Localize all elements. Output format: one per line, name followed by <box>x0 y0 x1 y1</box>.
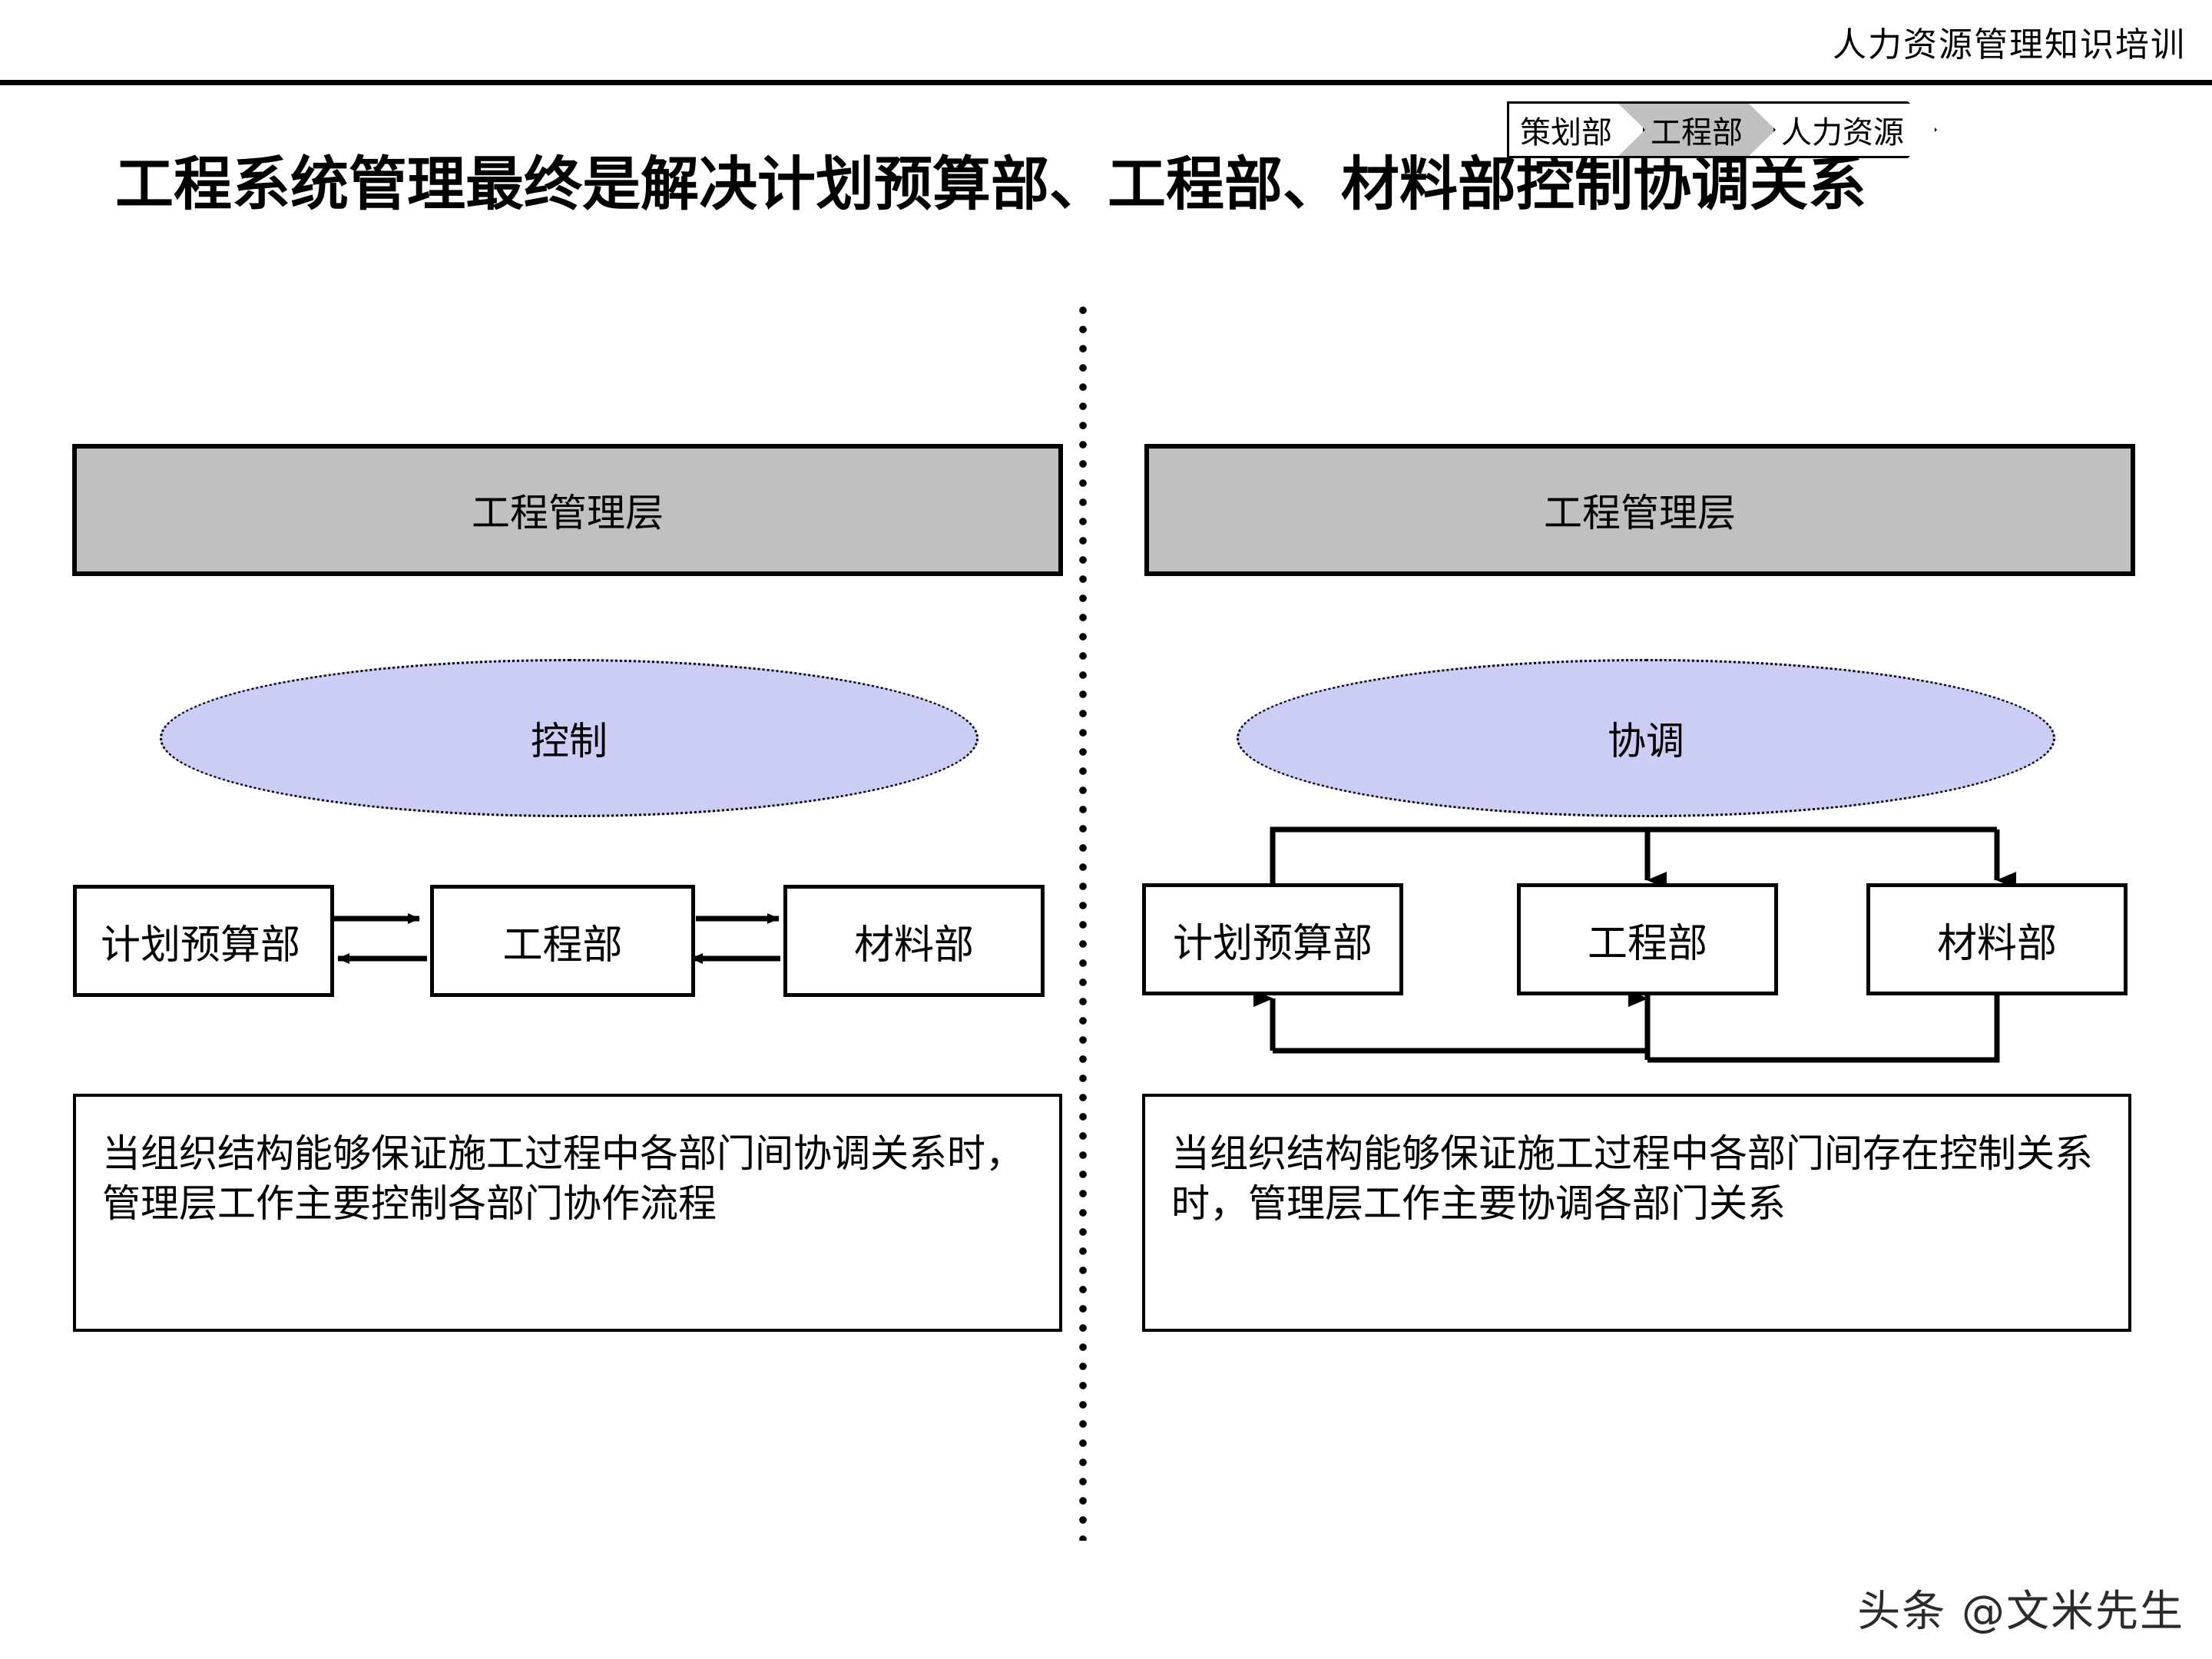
note-box: 当组织结构能够保证施工过程中各部门间存在控制关系时，管理层工作主要协调各部门关系 <box>1142 1094 2131 1332</box>
note-box: 当组织结构能够保证施工过程中各部门间协调关系时，管理层工作主要控制各部门协作流程 <box>73 1094 1062 1332</box>
relation-label: 协调 <box>1608 719 1684 763</box>
breadcrumb: 策划部 工程部 人力资源 <box>1507 101 1906 158</box>
left-connectors <box>333 913 780 964</box>
note-text: 当组织结构能够保证施工过程中各部门间协调关系时，管理层工作主要控制各部门协作流程 <box>102 1131 1024 1226</box>
relation-oval-control: 控制 <box>160 659 979 817</box>
dept-box-material: 材料部 <box>783 885 1045 997</box>
right-connectors <box>1253 826 2016 1063</box>
watermark: 头条 @文米先生 <box>1857 1587 2184 1637</box>
dept-box-planning-budget: 计划预算部 <box>73 885 334 997</box>
page-title: 工程系统管理最终是解决计划预算部、工程部、材料部控制协调关系 <box>115 150 1866 218</box>
breadcrumb-label: 工程部 <box>1651 115 1743 151</box>
management-layer-label: 工程管理层 <box>1544 491 1736 535</box>
management-layer-bar: 工程管理层 <box>1144 444 2135 576</box>
relation-oval-coordinate: 协调 <box>1237 659 2055 817</box>
management-layer-label: 工程管理层 <box>472 491 664 535</box>
dept-label: 计划预算部 <box>1172 920 1373 967</box>
vertical-dotted-divider <box>1078 306 1088 1541</box>
dept-label: 材料部 <box>1936 920 2057 967</box>
breadcrumb-item-hr[interactable]: 人力资源 <box>1745 101 1937 158</box>
management-layer-bar: 工程管理层 <box>72 444 1063 576</box>
dept-label: 材料部 <box>853 922 974 969</box>
breadcrumb-item-planning[interactable]: 策划部 <box>1507 101 1645 158</box>
dept-label: 工程部 <box>1587 920 1707 967</box>
note-text: 当组织结构能够保证施工过程中各部门间存在控制关系时，管理层工作主要协调各部门关系 <box>1171 1131 2093 1226</box>
breadcrumb-label: 人力资源 <box>1781 115 1904 151</box>
breadcrumb-label: 策划部 <box>1520 115 1612 151</box>
dept-box-engineering: 工程部 <box>430 885 695 997</box>
header-divider-rule <box>0 80 2212 85</box>
dept-label: 工程部 <box>502 922 623 969</box>
dept-box-engineering: 工程部 <box>1517 883 1778 995</box>
dept-box-material: 材料部 <box>1866 883 2128 995</box>
dept-box-planning-budget: 计划预算部 <box>1142 883 1403 995</box>
header-title: 人力资源管理知识培训 <box>1833 25 2186 65</box>
dept-label: 计划预算部 <box>100 922 300 969</box>
relation-label: 控制 <box>531 719 608 763</box>
